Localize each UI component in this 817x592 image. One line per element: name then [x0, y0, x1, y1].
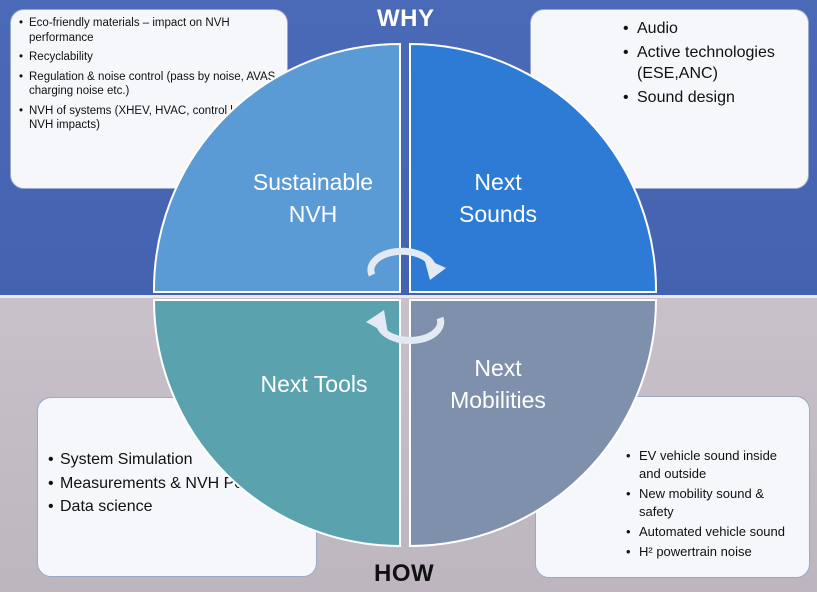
- list-item: Eco-friendly materials – impact on NVH p…: [19, 16, 279, 45]
- sustainable-nvh-label: Sustainable NVH: [252, 169, 374, 227]
- cycle-arrow-icon: [367, 247, 436, 277]
- quadrant-top-left: [152, 42, 401, 293]
- horizontal-divider: [0, 295, 817, 298]
- list-item: Active technologies (ESE,ANC): [623, 42, 798, 84]
- cycle-arrow-head: [424, 258, 446, 280]
- cycle-arrow-head: [366, 310, 388, 334]
- how-heading: HOW: [374, 560, 435, 587]
- list-item: Automated vehicle sound: [626, 523, 799, 541]
- quadrant-bottom-right: [409, 299, 658, 548]
- list-item: Regulation & noise control (pass by nois…: [19, 70, 279, 99]
- list-item: New mobility sound & safety: [626, 485, 799, 521]
- why-heading: WHY: [377, 5, 435, 32]
- next-mobilities-label: Next Mobilities: [450, 355, 546, 413]
- list-item: System Simulation: [48, 450, 308, 471]
- quadrant-bottom-left: [152, 299, 401, 548]
- list-item: NVH of systems (XHEV, HVAC, control logi…: [19, 104, 279, 133]
- list-item: Data science: [48, 497, 308, 518]
- quadrant-top-right: [409, 42, 658, 293]
- list-item: Recyclability: [19, 50, 279, 65]
- sustainable-nvh-box: Eco-friendly materials – impact on NVH p…: [10, 9, 288, 189]
- next-sounds-label: Next Sounds: [458, 169, 537, 227]
- list-item: H² powertrain noise: [626, 543, 799, 561]
- list-item: EV vehicle sound inside and outside: [626, 447, 799, 483]
- next-tools-label: Next Tools: [260, 371, 368, 397]
- cycle-arrow-icon: [376, 316, 445, 344]
- list-item: Audio: [623, 18, 798, 39]
- list-item: Sound design: [623, 87, 798, 108]
